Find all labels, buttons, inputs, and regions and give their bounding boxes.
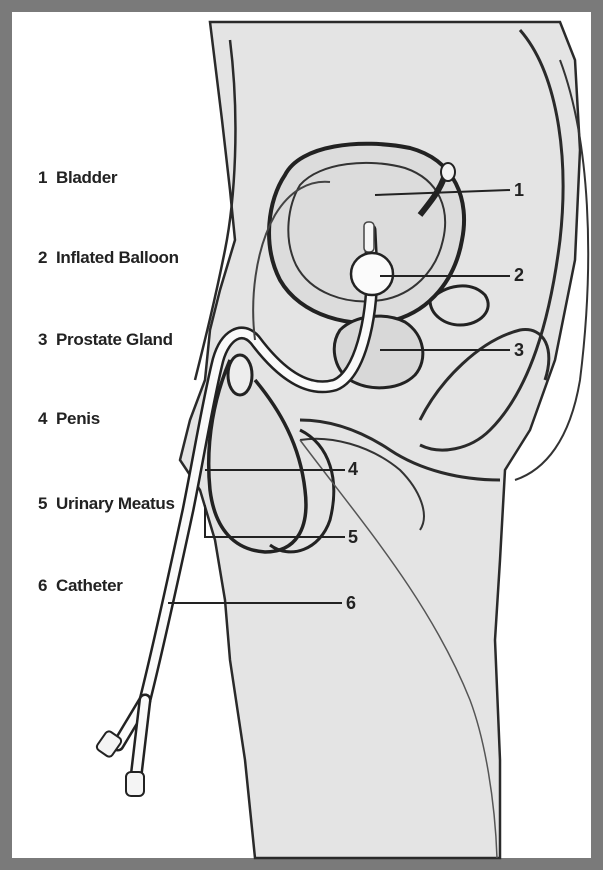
legend-label: Inflated Balloon (56, 248, 179, 267)
legend-number: 6 (38, 576, 52, 596)
callout-4: 4 (348, 459, 358, 480)
ureter-end (441, 163, 455, 181)
callout-1: 1 (514, 180, 524, 201)
callout-2: 2 (514, 265, 524, 286)
callout-3: 3 (514, 340, 524, 361)
catheter-port-b (126, 772, 144, 796)
legend-label: Urinary Meatus (56, 494, 175, 513)
legend-label: Prostate Gland (56, 330, 173, 349)
legend-label: Bladder (56, 168, 117, 187)
legend-label: Catheter (56, 576, 123, 595)
callout-5: 5 (348, 527, 358, 548)
callout-6: 6 (346, 593, 356, 614)
inflated-balloon (351, 253, 393, 295)
catheter-tip (364, 222, 374, 252)
glans (228, 355, 252, 395)
legend-number: 1 (38, 168, 52, 188)
legend-number: 5 (38, 494, 52, 514)
legend-label: Penis (56, 409, 100, 428)
legend-number: 2 (38, 248, 52, 268)
legend-number: 3 (38, 330, 52, 350)
legend-number: 4 (38, 409, 52, 429)
